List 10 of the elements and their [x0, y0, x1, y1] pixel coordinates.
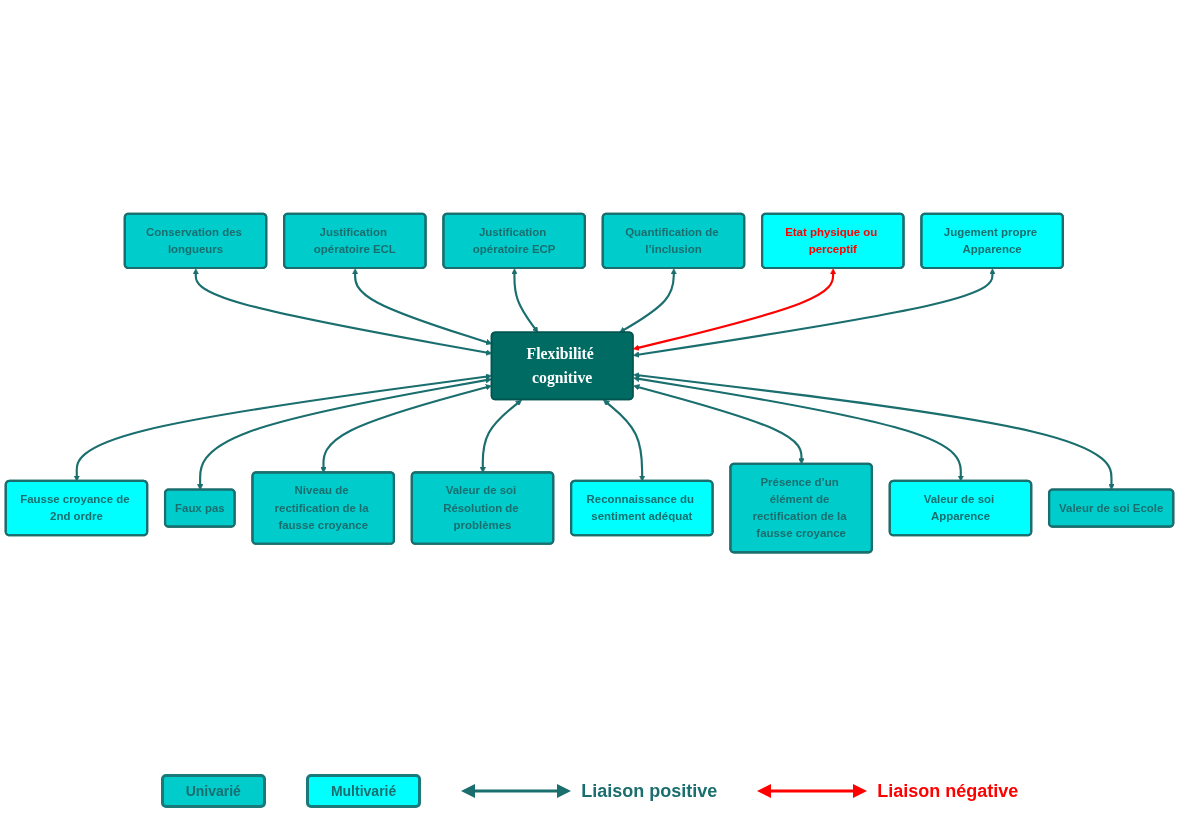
arrow	[511, 268, 539, 333]
arrow	[633, 268, 996, 358]
legend-swatch: Multivarié	[305, 774, 422, 808]
arrow	[320, 384, 492, 473]
arrow	[479, 399, 522, 473]
arrow	[619, 268, 677, 333]
legend-swatch: Univarié	[160, 774, 266, 808]
legend-label: Liaison positive	[581, 780, 718, 802]
arrow	[633, 268, 837, 351]
legend-label: Liaison négative	[877, 780, 1019, 802]
